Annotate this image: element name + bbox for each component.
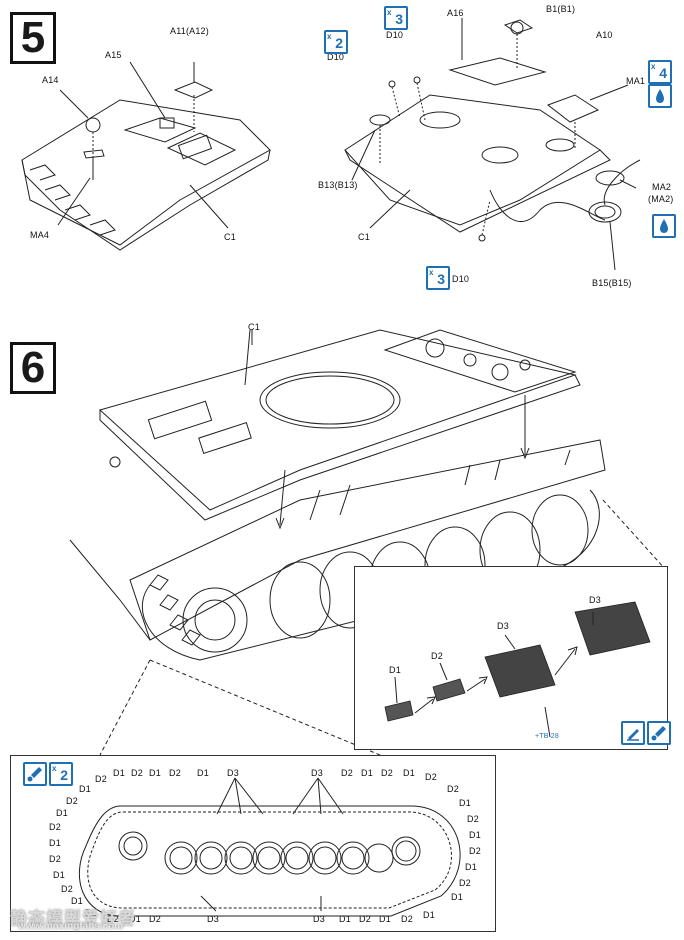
track-label: D2 (95, 774, 107, 784)
track-label: D1 (53, 870, 65, 880)
track-label: D3 (227, 768, 239, 778)
track-label: D1 (339, 914, 351, 924)
label-c1-left: C1 (224, 232, 236, 242)
track-label: D2 (381, 768, 393, 778)
track-label: D1 (459, 798, 471, 808)
label-a10: A10 (596, 30, 613, 40)
label-d10-left: D10 (327, 52, 345, 62)
track-label: D2 (131, 768, 143, 778)
paint-brush-icon (647, 721, 671, 745)
glue-drop-icon (648, 84, 672, 108)
track-label: D2 (447, 784, 459, 794)
track-label: D3 (313, 914, 325, 924)
step-6-number: 6 (10, 342, 56, 394)
track-label: D2 (469, 846, 481, 856)
label-b15: B15(B15) (592, 278, 632, 288)
track-label: D2 (66, 796, 78, 806)
label-ma1: MA1 (626, 76, 646, 86)
watermark-cn: 静态模型爱好者 (10, 909, 136, 929)
inset-label-d2: D2 (431, 651, 443, 661)
track-label: D2 (425, 772, 437, 782)
watermark-url: www.moxingfans.com (18, 921, 124, 932)
track-label: D1 (361, 768, 373, 778)
track-label: D1 (79, 784, 91, 794)
label-a14: A14 (42, 75, 59, 85)
label-a11: A11(A12) (170, 26, 209, 36)
track-label: D2 (401, 914, 413, 924)
track-label: D1 (149, 768, 161, 778)
track-label: D1 (113, 768, 125, 778)
inset-ref: +TB 28 (535, 733, 559, 740)
track-label: D2 (107, 914, 119, 924)
cement-tube-icon (621, 721, 645, 745)
track-label: D2 (49, 822, 61, 832)
step-5-number: 5 (10, 12, 56, 64)
label-b1: B1(B1) (546, 4, 576, 14)
track-link-inset: D3 D3 D2 D1 +TB 28 (354, 566, 671, 750)
track-label: D2 (169, 768, 181, 778)
track-label: D2 (459, 878, 471, 888)
track-label: D2 (467, 814, 479, 824)
track-label: D1 (56, 808, 68, 818)
track-label: D2 (359, 914, 371, 924)
glue-drop-icon (652, 214, 676, 238)
label-c1-right: C1 (358, 232, 370, 242)
track-label: D1 (49, 838, 61, 848)
label-c1-step6: C1 (248, 322, 260, 332)
track-label: D2 (149, 914, 161, 924)
track-label: D1 (465, 862, 477, 872)
track-label: D1 (403, 768, 415, 778)
label-a16: A16 (447, 8, 464, 18)
track-label: D3 (311, 768, 323, 778)
label-d10-bottom: D10 (452, 274, 470, 284)
track-label: D3 (207, 914, 219, 924)
track-label: D1 (85, 908, 97, 918)
paint-brush-icon (23, 762, 47, 786)
track-label: D1 (423, 910, 435, 920)
label-ma2b: (MA2) (648, 194, 674, 204)
track-label: D1 (197, 768, 209, 778)
label-ma4: MA4 (30, 230, 50, 240)
track-label: D2 (61, 884, 73, 894)
track-label: D1 (379, 914, 391, 924)
label-b13: B13(B13) (318, 180, 358, 190)
track-label: D1 (451, 892, 463, 902)
track-label: D2 (341, 768, 353, 778)
track-label: D2 (49, 854, 61, 864)
label-a15: A15 (105, 50, 122, 60)
watermark: 静态模型爱好者 www.moxingfans.com (4, 904, 154, 934)
track-label: D1 (71, 896, 83, 906)
track-label: D1 (129, 914, 141, 924)
label-d10-top: D10 (386, 30, 404, 40)
inset-label-d1: D1 (389, 665, 401, 675)
label-ma2: MA2 (652, 182, 672, 192)
track-label: D1 (469, 830, 481, 840)
inset-label-d3-right: D3 (589, 595, 601, 605)
inset-label-d3-mid: D3 (497, 621, 509, 631)
